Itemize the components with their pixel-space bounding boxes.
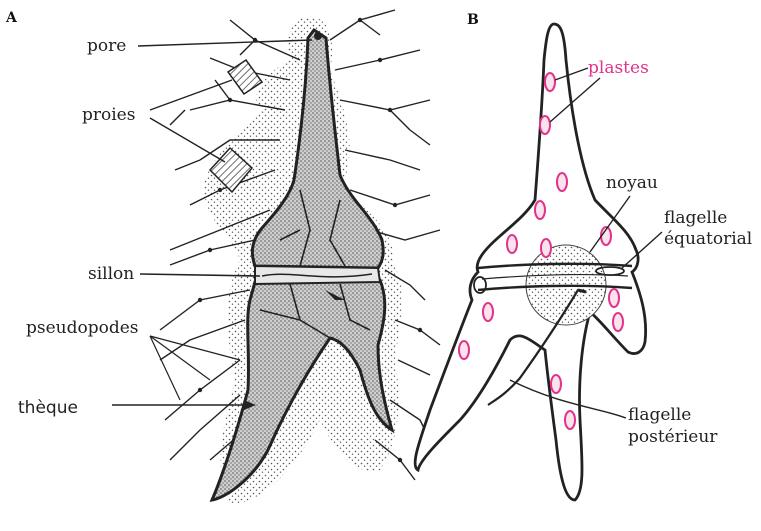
label-pseudopodes: pseudopodes xyxy=(26,318,139,338)
label-theque: thèque xyxy=(18,398,78,418)
cell-body-b xyxy=(415,24,646,500)
label-flagelle-equatorial-2: équatorial xyxy=(664,229,752,249)
plaste xyxy=(507,235,517,253)
plaste xyxy=(540,116,550,134)
plaste xyxy=(551,375,561,393)
plaste xyxy=(535,201,545,219)
label-flagelle-posterieur-2: postérieur xyxy=(628,427,718,447)
label-pore: pore xyxy=(87,36,126,56)
panel-b-letter: B xyxy=(467,12,479,28)
label-noyau: noyau xyxy=(606,173,658,193)
plaste xyxy=(557,173,567,191)
label-sillon: sillon xyxy=(88,264,134,284)
plaste xyxy=(459,341,469,359)
label-flagelle-equatorial-1: flagelle xyxy=(664,208,727,228)
label-flagelle-posterieur-1: flagelle xyxy=(628,405,691,425)
label-proies: proies xyxy=(82,105,135,125)
label-plastes: plastes xyxy=(588,58,649,78)
plaste xyxy=(545,73,555,91)
panel-a-letter: A xyxy=(5,10,18,26)
plaste xyxy=(609,289,619,307)
plaste xyxy=(483,303,493,321)
plaste xyxy=(565,411,575,429)
plaste xyxy=(541,239,551,257)
plaste xyxy=(613,313,623,331)
